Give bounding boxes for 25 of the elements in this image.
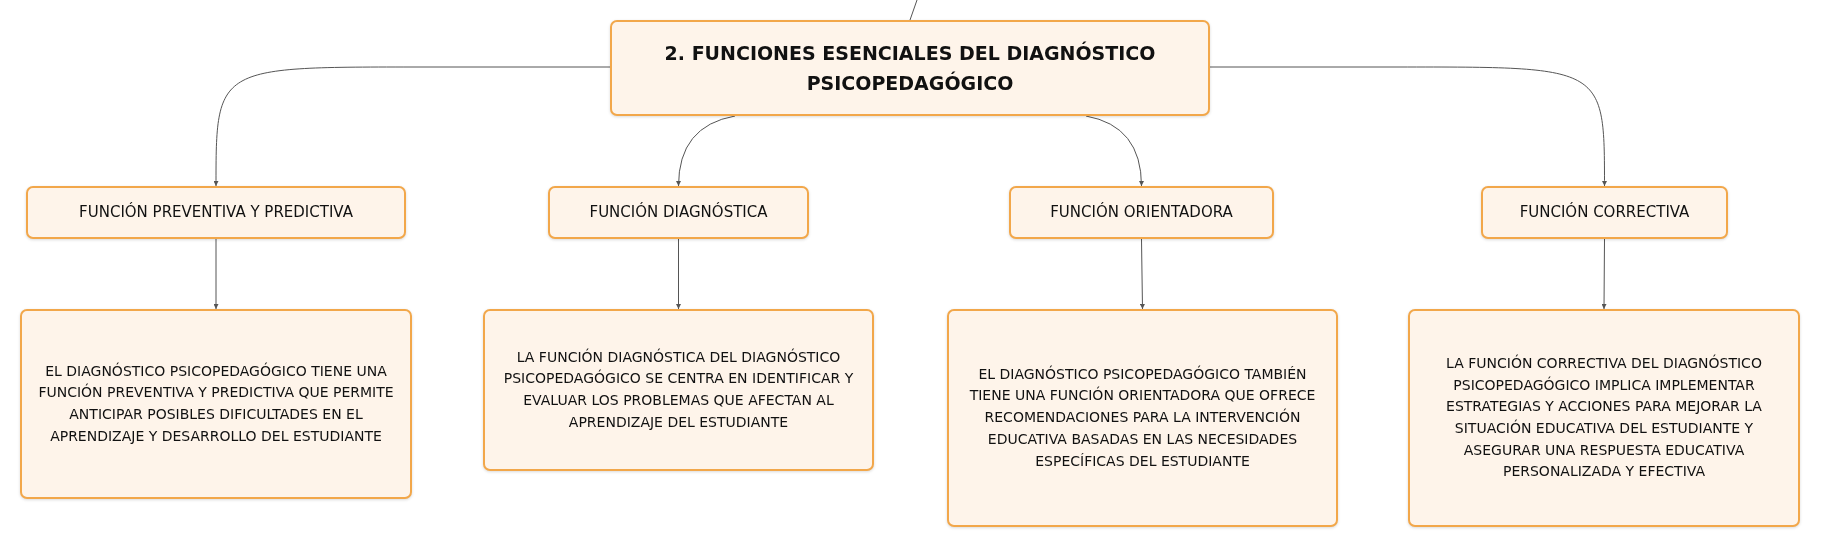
title-box	[610, 20, 1210, 116]
description-text: EL DIAGNÓSTICO PSICOPEDAGÓGICO TIENE UNA FUNCIÓN PREVENTIVA Y PREDICTIVA QUE PERMITE ANTICIPAR POSIBLES DIFICULTADES EN EL APRENDIZAJE Y DESARROLLO DEL ESTUDIANTE	[37, 361, 395, 446]
connector-arrow	[1139, 238, 1145, 310]
description-box	[20, 309, 412, 499]
category-box	[1481, 186, 1728, 239]
description-box	[483, 309, 874, 471]
connector-arrow	[213, 66, 611, 187]
connector-arrow	[213, 238, 219, 310]
title-text: 2. FUNCIONES ESENCIALES DEL DIAGNÓSTICO PSICOPEDAGÓGICO	[663, 40, 1157, 96]
description-text: LA FUNCIÓN CORRECTIVA DEL DIAGNÓSTICO PSICOPEDAGÓGICO IMPLICA IMPLEMENTAR ESTRATEGIAS Y ACCIONES PARA MEJORAR LA SITUACIÓN EDUCATIVA DEL ESTUDIANTE Y ASEGURAR UNA RESPUESTA EDUCATIVA PERSONALIZADA Y EFECTIVA	[1445, 353, 1763, 482]
category-label: FUNCIÓN ORIENTADORA	[1050, 201, 1233, 223]
connector-arrow	[1085, 115, 1144, 187]
category-label: FUNCIÓN DIAGNÓSTICA	[589, 201, 768, 223]
category-box	[548, 186, 809, 239]
description-text: LA FUNCIÓN DIAGNÓSTICA DEL DIAGNÓSTICO PSICOPEDAGÓGICO SE CENTRA EN IDENTIFICAR Y EVALUAR LOS PROBLEMAS QUE AFECTAN AL APRENDIZAJE DEL ESTUDIANTE	[502, 347, 855, 432]
category-box	[26, 186, 406, 239]
connector-arrow	[676, 115, 736, 187]
description-text: EL DIAGNÓSTICO PSICOPEDAGÓGICO TAMBIÉN TIENE UNA FUNCIÓN ORIENTADORA QUE OFRECE RECOMENDACIONES PARA LA INTERVENCIÓN EDUCATIVA BASADAS EN LAS NECESIDADES ESPECÍFICAS DEL ESTUDIANTE	[968, 364, 1317, 471]
category-box	[1009, 186, 1274, 239]
connector-arrow	[1601, 238, 1607, 310]
category-label: FUNCIÓN CORRECTIVA	[1519, 201, 1690, 223]
category-label: FUNCIÓN PREVENTIVA Y PREDICTIVA	[79, 201, 353, 223]
description-box	[1408, 309, 1800, 527]
connector-arrow	[676, 238, 681, 310]
description-box	[947, 309, 1338, 527]
